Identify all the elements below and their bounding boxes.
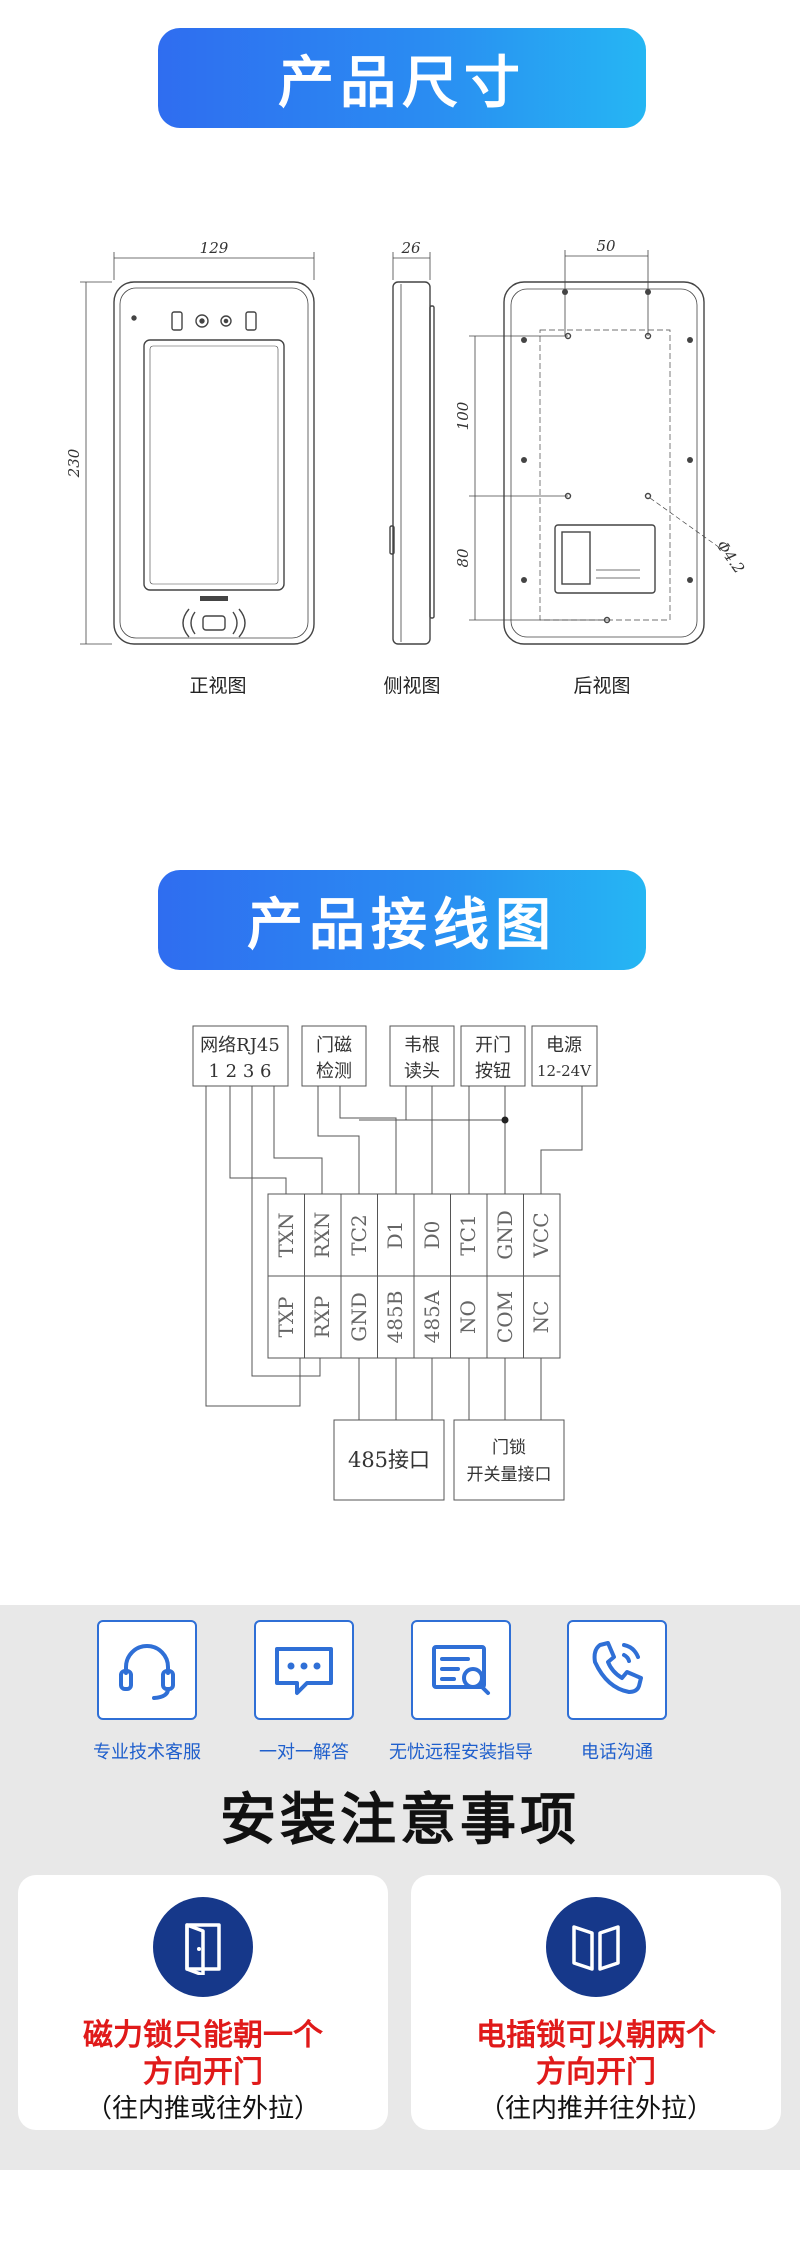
card-icon-circle	[153, 1897, 253, 1997]
label-power-line2: 12-24V	[537, 1062, 592, 1080]
remote-guide-icon	[432, 1645, 490, 1695]
terminal-no: NO	[456, 1300, 480, 1334]
box-485-label: 485接口	[348, 1448, 430, 1472]
terminal-txp: TXP	[274, 1296, 298, 1337]
label-wiegand-line2: 读头	[404, 1061, 440, 1082]
side-depth-label: 26	[400, 240, 421, 257]
service-label-remote-guide: 无忧远程安装指导	[389, 1742, 533, 1763]
caption-back: 后视图	[573, 675, 630, 697]
maglock-note-line1: 磁力锁只能朝一个	[83, 2018, 323, 2053]
front-width-label: 129	[200, 240, 229, 257]
bolt-note-line3: （往内推并往外拉）	[478, 2094, 713, 2124]
box-lock-line2: 开关量接口	[467, 1465, 552, 1485]
maglock-note-line2: 方向开门	[143, 2055, 263, 2090]
service-label-one-on-one: 一对一解答	[259, 1742, 349, 1763]
front-height-label: 230	[65, 448, 83, 478]
wiring-diagram: 网络RJ45 1 2 3 6 门磁 检测 韦根 读头 开门 按钮 电源 12-2…	[192, 1025, 598, 1501]
front-view-drawing	[80, 252, 315, 645]
headset-icon	[119, 1644, 175, 1700]
label-rj45-line1: 网络RJ45	[200, 1035, 280, 1056]
side-view-drawing	[389, 252, 435, 645]
service-item-tech-support: 专业技术客服	[93, 1620, 201, 1763]
label-rj45-line2: 1 2 3 6	[209, 1061, 272, 1082]
terminal-gnd-bottom: GND	[347, 1292, 371, 1342]
terminal-tc1: TC1	[456, 1214, 480, 1255]
bolt-note-line1: 电插锁可以朝两个	[476, 2018, 716, 2053]
label-exit-button-line2: 按钮	[475, 1061, 511, 1082]
dimensions-banner: 产品尺寸	[158, 28, 646, 128]
service-label-tech-support: 专业技术客服	[93, 1742, 201, 1763]
terminal-rxn: RXN	[310, 1212, 334, 1259]
label-door-sensor-line2: 检测	[316, 1061, 352, 1082]
back-80-label: 80	[454, 548, 472, 568]
install-card-maglock: 磁力锁只能朝一个 方向开门 （往内推或往外拉）	[18, 1875, 388, 2130]
wiring-banner: 产品接线图	[158, 870, 646, 970]
back-100-label: 100	[454, 401, 472, 430]
terminal-tc2: TC2	[347, 1214, 371, 1255]
hole-diameter-label: Φ4.2	[713, 537, 748, 577]
wiring-banner-title: 产品接线图	[247, 892, 557, 958]
caption-front: 正视图	[189, 675, 246, 697]
terminal-nc: NC	[529, 1301, 553, 1334]
card-icon-circle	[546, 1897, 646, 1997]
label-power-line1: 电源	[546, 1035, 582, 1056]
service-item-one-on-one: 一对一解答	[254, 1620, 354, 1763]
box-lock-line1: 门锁	[492, 1438, 526, 1458]
terminal-d1: D1	[383, 1221, 407, 1250]
terminal-gnd-top: GND	[493, 1210, 517, 1260]
terminal-txn: TXN	[274, 1212, 298, 1257]
label-door-sensor-line1: 门磁	[316, 1035, 352, 1056]
terminal-com: COM	[493, 1291, 517, 1343]
service-item-phone: 电话沟通	[567, 1620, 667, 1763]
double-door-icon	[572, 1925, 620, 1971]
back-spacing-label: 50	[596, 240, 616, 255]
maglock-note-line3: （往内推或往外拉）	[85, 2094, 320, 2124]
terminal-d0: D0	[420, 1221, 444, 1250]
service-item-remote-guide: 无忧远程安装指导	[389, 1620, 533, 1763]
single-door-icon	[185, 1923, 221, 1975]
bolt-note-line2: 方向开门	[536, 2055, 656, 2090]
chat-bubble-icon	[275, 1647, 333, 1695]
label-wiegand-line1: 韦根	[404, 1035, 440, 1056]
install-card-electric-bolt: 电插锁可以朝两个 方向开门 （往内推并往外拉）	[411, 1875, 781, 2130]
label-exit-button-line1: 开门	[475, 1035, 511, 1056]
service-label-phone: 电话沟通	[581, 1742, 653, 1763]
terminal-rxp: RXP	[310, 1296, 334, 1339]
dimension-drawings: 129 230 26 50 100 80 Φ4.2 正视图 侧视图 后视图	[65, 240, 748, 697]
terminal-vcc: VCC	[529, 1212, 553, 1258]
terminal-485b: 485B	[383, 1291, 407, 1344]
caption-side: 侧视图	[383, 675, 440, 697]
install-notes-title: 安装注意事项	[220, 1788, 580, 1853]
dimensions-banner-title: 产品尺寸	[278, 50, 526, 116]
back-view-drawing	[469, 250, 721, 645]
phone-icon	[592, 1641, 643, 1694]
terminal-485a: 485A	[420, 1290, 444, 1343]
junction-dot	[501, 1116, 509, 1124]
